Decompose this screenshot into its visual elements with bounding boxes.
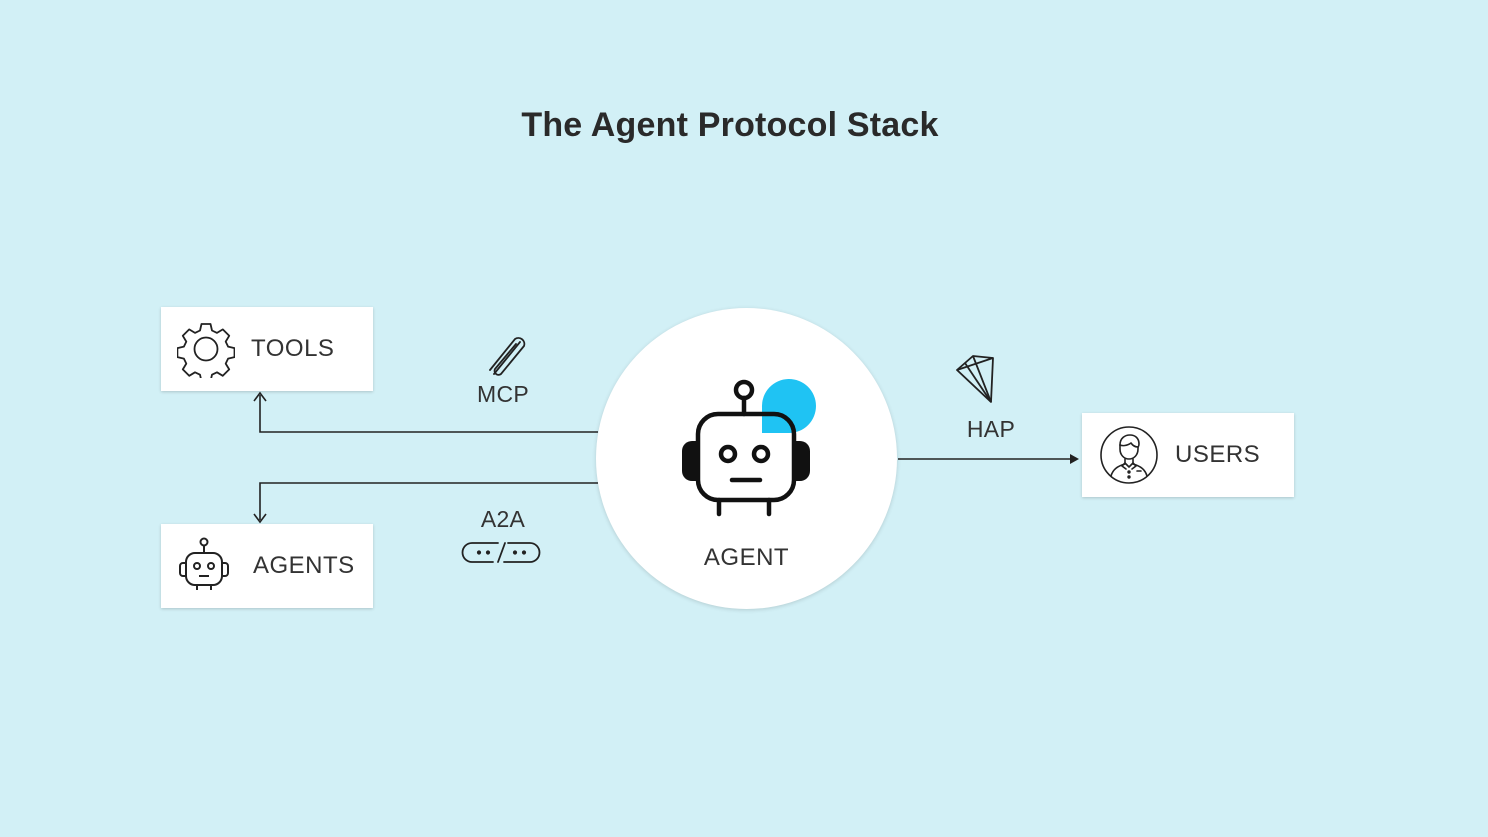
a2a-connector	[259, 482, 598, 520]
tools-node: TOOLS	[161, 307, 373, 391]
robot-icon	[179, 537, 229, 590]
mcp-label: MCP	[476, 381, 529, 407]
gear-icon	[177, 323, 235, 378]
tools-label: TOOLS	[251, 335, 335, 362]
agent-node: AGENT	[596, 308, 897, 609]
agents-node: AGENTS	[161, 524, 373, 608]
diagram-title: The Agent Protocol Stack	[521, 106, 939, 144]
mcp-connector	[259, 395, 598, 433]
users-label: USERS	[1175, 441, 1261, 468]
paperclip-icon	[489, 337, 526, 376]
speech-bubble-icon	[761, 379, 816, 433]
hap-arrowhead	[1070, 454, 1079, 464]
link-icon	[461, 542, 541, 563]
a2a-arrowhead	[253, 513, 267, 524]
users-node: USERS	[1082, 413, 1294, 497]
hap-label: HAP	[966, 416, 1016, 442]
agent-label: AGENT	[703, 544, 790, 571]
agents-label: AGENTS	[253, 552, 355, 579]
a2a-label: A2A	[480, 506, 526, 532]
mcp-arrowhead	[253, 391, 267, 402]
kite-icon	[956, 355, 994, 403]
robot-with-speech-bubble-icon	[682, 379, 816, 517]
user-avatar-icon	[1100, 426, 1158, 484]
